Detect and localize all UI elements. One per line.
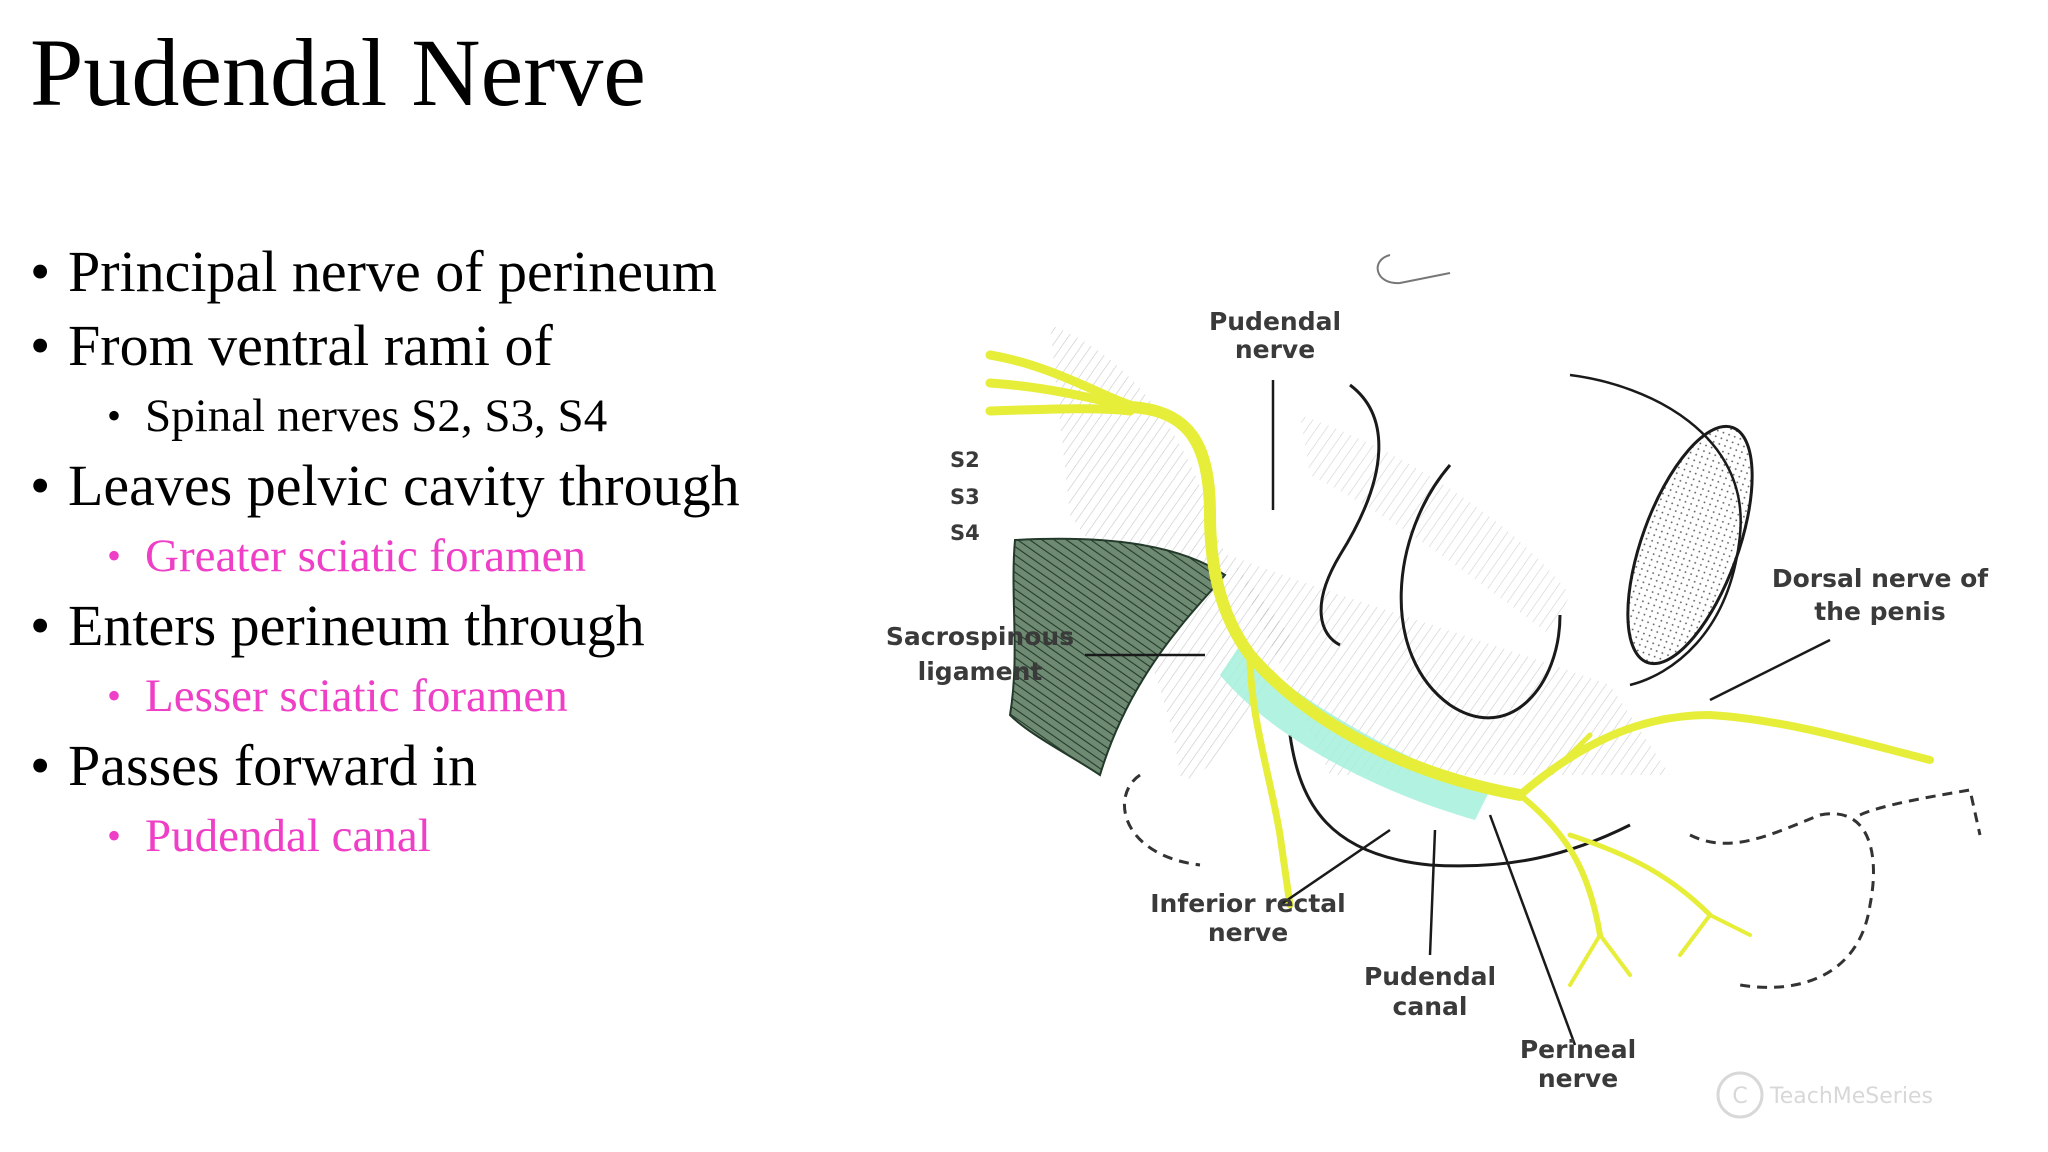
label-perineal-nerve: nerve	[1538, 1064, 1618, 1093]
inferior-rectal-branch	[1246, 651, 1294, 909]
sub-bullet-item: Spinal nerves S2, S3, S4	[30, 383, 850, 449]
dorsal-nerve-branch	[1516, 710, 1934, 799]
slide-title: Pudendal Nerve	[30, 19, 646, 126]
pudendal-nerve-trunk	[1124, 401, 1526, 801]
bullet-list: Principal nerve of perineum From ventral…	[30, 235, 850, 869]
label-dorsal-nerve: Dorsal nerve of	[1772, 564, 1989, 593]
copyright-icon: C	[1732, 1084, 1747, 1109]
label-s2: S2	[950, 448, 980, 472]
watermark: TeachMeSeries	[1769, 1084, 1933, 1109]
penile-outline	[1399, 464, 1562, 720]
leader-lines	[1085, 380, 1831, 1046]
perineal-branch	[1567, 832, 1713, 918]
scribble-mark	[1376, 254, 1451, 285]
scrotal-outline	[1689, 812, 1875, 989]
nerve-paths	[985, 350, 1934, 987]
bone-outline	[1319, 383, 1381, 647]
corpus-cross-section	[1626, 424, 1754, 666]
leader-line	[1279, 828, 1391, 907]
penis-outline	[1859, 788, 1982, 836]
sub-bullet-item-highlighted: Pudendal canal	[30, 803, 850, 869]
penile-outline-outer	[1569, 373, 1742, 687]
bullet-item: Leaves pelvic cavity through	[30, 449, 850, 523]
perineal-branch	[1517, 792, 1603, 938]
s4-root	[985, 404, 1135, 416]
pudendal-nerve-diagram: Pudendal nerve S2 S3 S4 Sacrospinous lig…	[870, 215, 2020, 1135]
sub-bullet-item-highlighted: Lesser sciatic foramen	[30, 663, 850, 729]
label-inferior-rectal-nerve: Inferior rectal	[1150, 889, 1346, 918]
copyright-icon	[1716, 1071, 1764, 1119]
perineal-twigs	[1568, 913, 1752, 987]
label-pudendal-canal: Pudendal	[1364, 962, 1496, 991]
leader-line	[1709, 638, 1831, 702]
label-sacrospinous-ligament: ligament	[918, 657, 1043, 686]
label-inferior-rectal-nerve: nerve	[1208, 918, 1288, 947]
label-pudendal-nerve: Pudendal	[1209, 307, 1341, 336]
label-perineal-nerve: Perineal	[1520, 1035, 1636, 1064]
nerve-twig	[1517, 732, 1593, 798]
sub-bullet-item-highlighted: Greater sciatic foramen	[30, 523, 850, 589]
leader-line	[1488, 814, 1577, 1046]
label-pudendal-canal: canal	[1393, 992, 1468, 1021]
bullet-item: From ventral rami of	[30, 309, 850, 383]
label-pudendal-nerve: nerve	[1235, 335, 1315, 364]
leader-line	[1428, 829, 1437, 956]
label-s3: S3	[950, 485, 980, 509]
sacrospinous-ligament	[1008, 537, 1227, 777]
diagram-svg: Pudendal nerve S2 S3 S4 Sacrospinous lig…	[886, 254, 1989, 1119]
label-s4: S4	[950, 521, 980, 545]
bullet-item: Passes forward in	[30, 729, 850, 803]
bullet-item: Enters perineum through	[30, 589, 850, 663]
label-dorsal-nerve: the penis	[1814, 597, 1946, 626]
muscle-fibers	[1300, 415, 1570, 635]
label-sacrospinous-ligament: Sacrospinous	[886, 622, 1074, 651]
bullet-item: Principal nerve of perineum	[30, 235, 850, 309]
s3-root	[985, 378, 1135, 412]
pelvic-outline	[1123, 773, 1201, 867]
